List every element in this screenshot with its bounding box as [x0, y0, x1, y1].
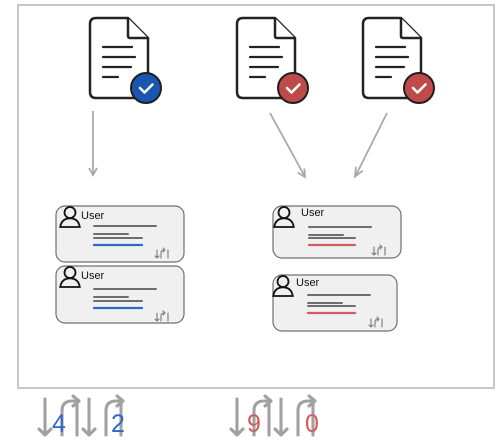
repost-count: 4 [52, 410, 66, 438]
document-right [361, 16, 435, 104]
card-middle-bottom: User [272, 274, 398, 332]
repost-counter-icon [273, 394, 317, 437]
repost-counter-icon [37, 394, 81, 437]
card-middle-top: User [272, 205, 402, 259]
user-label: User [81, 270, 105, 282]
quote-count: 0 [305, 410, 319, 438]
flow-arrow-right [353, 112, 388, 179]
flow-arrow-left [88, 111, 98, 177]
repost-icon [154, 247, 169, 259]
flow-arrow-middle [269, 112, 307, 179]
user-label: User [296, 277, 320, 289]
card-left-bottom: User [55, 265, 185, 324]
user-icon [59, 266, 81, 288]
user-icon [272, 275, 294, 297]
repost-icon [368, 316, 383, 328]
repost-counter-icon [229, 394, 273, 437]
card-left-top: User [55, 205, 185, 263]
repost-icon [154, 310, 169, 322]
repost-count: 9 [247, 410, 261, 438]
user-label: User [301, 207, 325, 219]
verified-badge-icon [403, 72, 435, 104]
verified-badge-icon [130, 72, 162, 104]
user-icon [273, 206, 295, 228]
counter-group-right: 9 0 [229, 394, 319, 438]
repost-icon [371, 244, 386, 256]
repost-counter-icon [81, 394, 125, 437]
verified-badge-icon [277, 72, 309, 104]
user-icon [59, 206, 81, 228]
quote-count: 2 [111, 410, 125, 438]
document-left [88, 16, 162, 104]
counter-group-left: 4 2 [37, 394, 125, 438]
user-label: User [81, 210, 105, 222]
document-middle [235, 16, 309, 104]
